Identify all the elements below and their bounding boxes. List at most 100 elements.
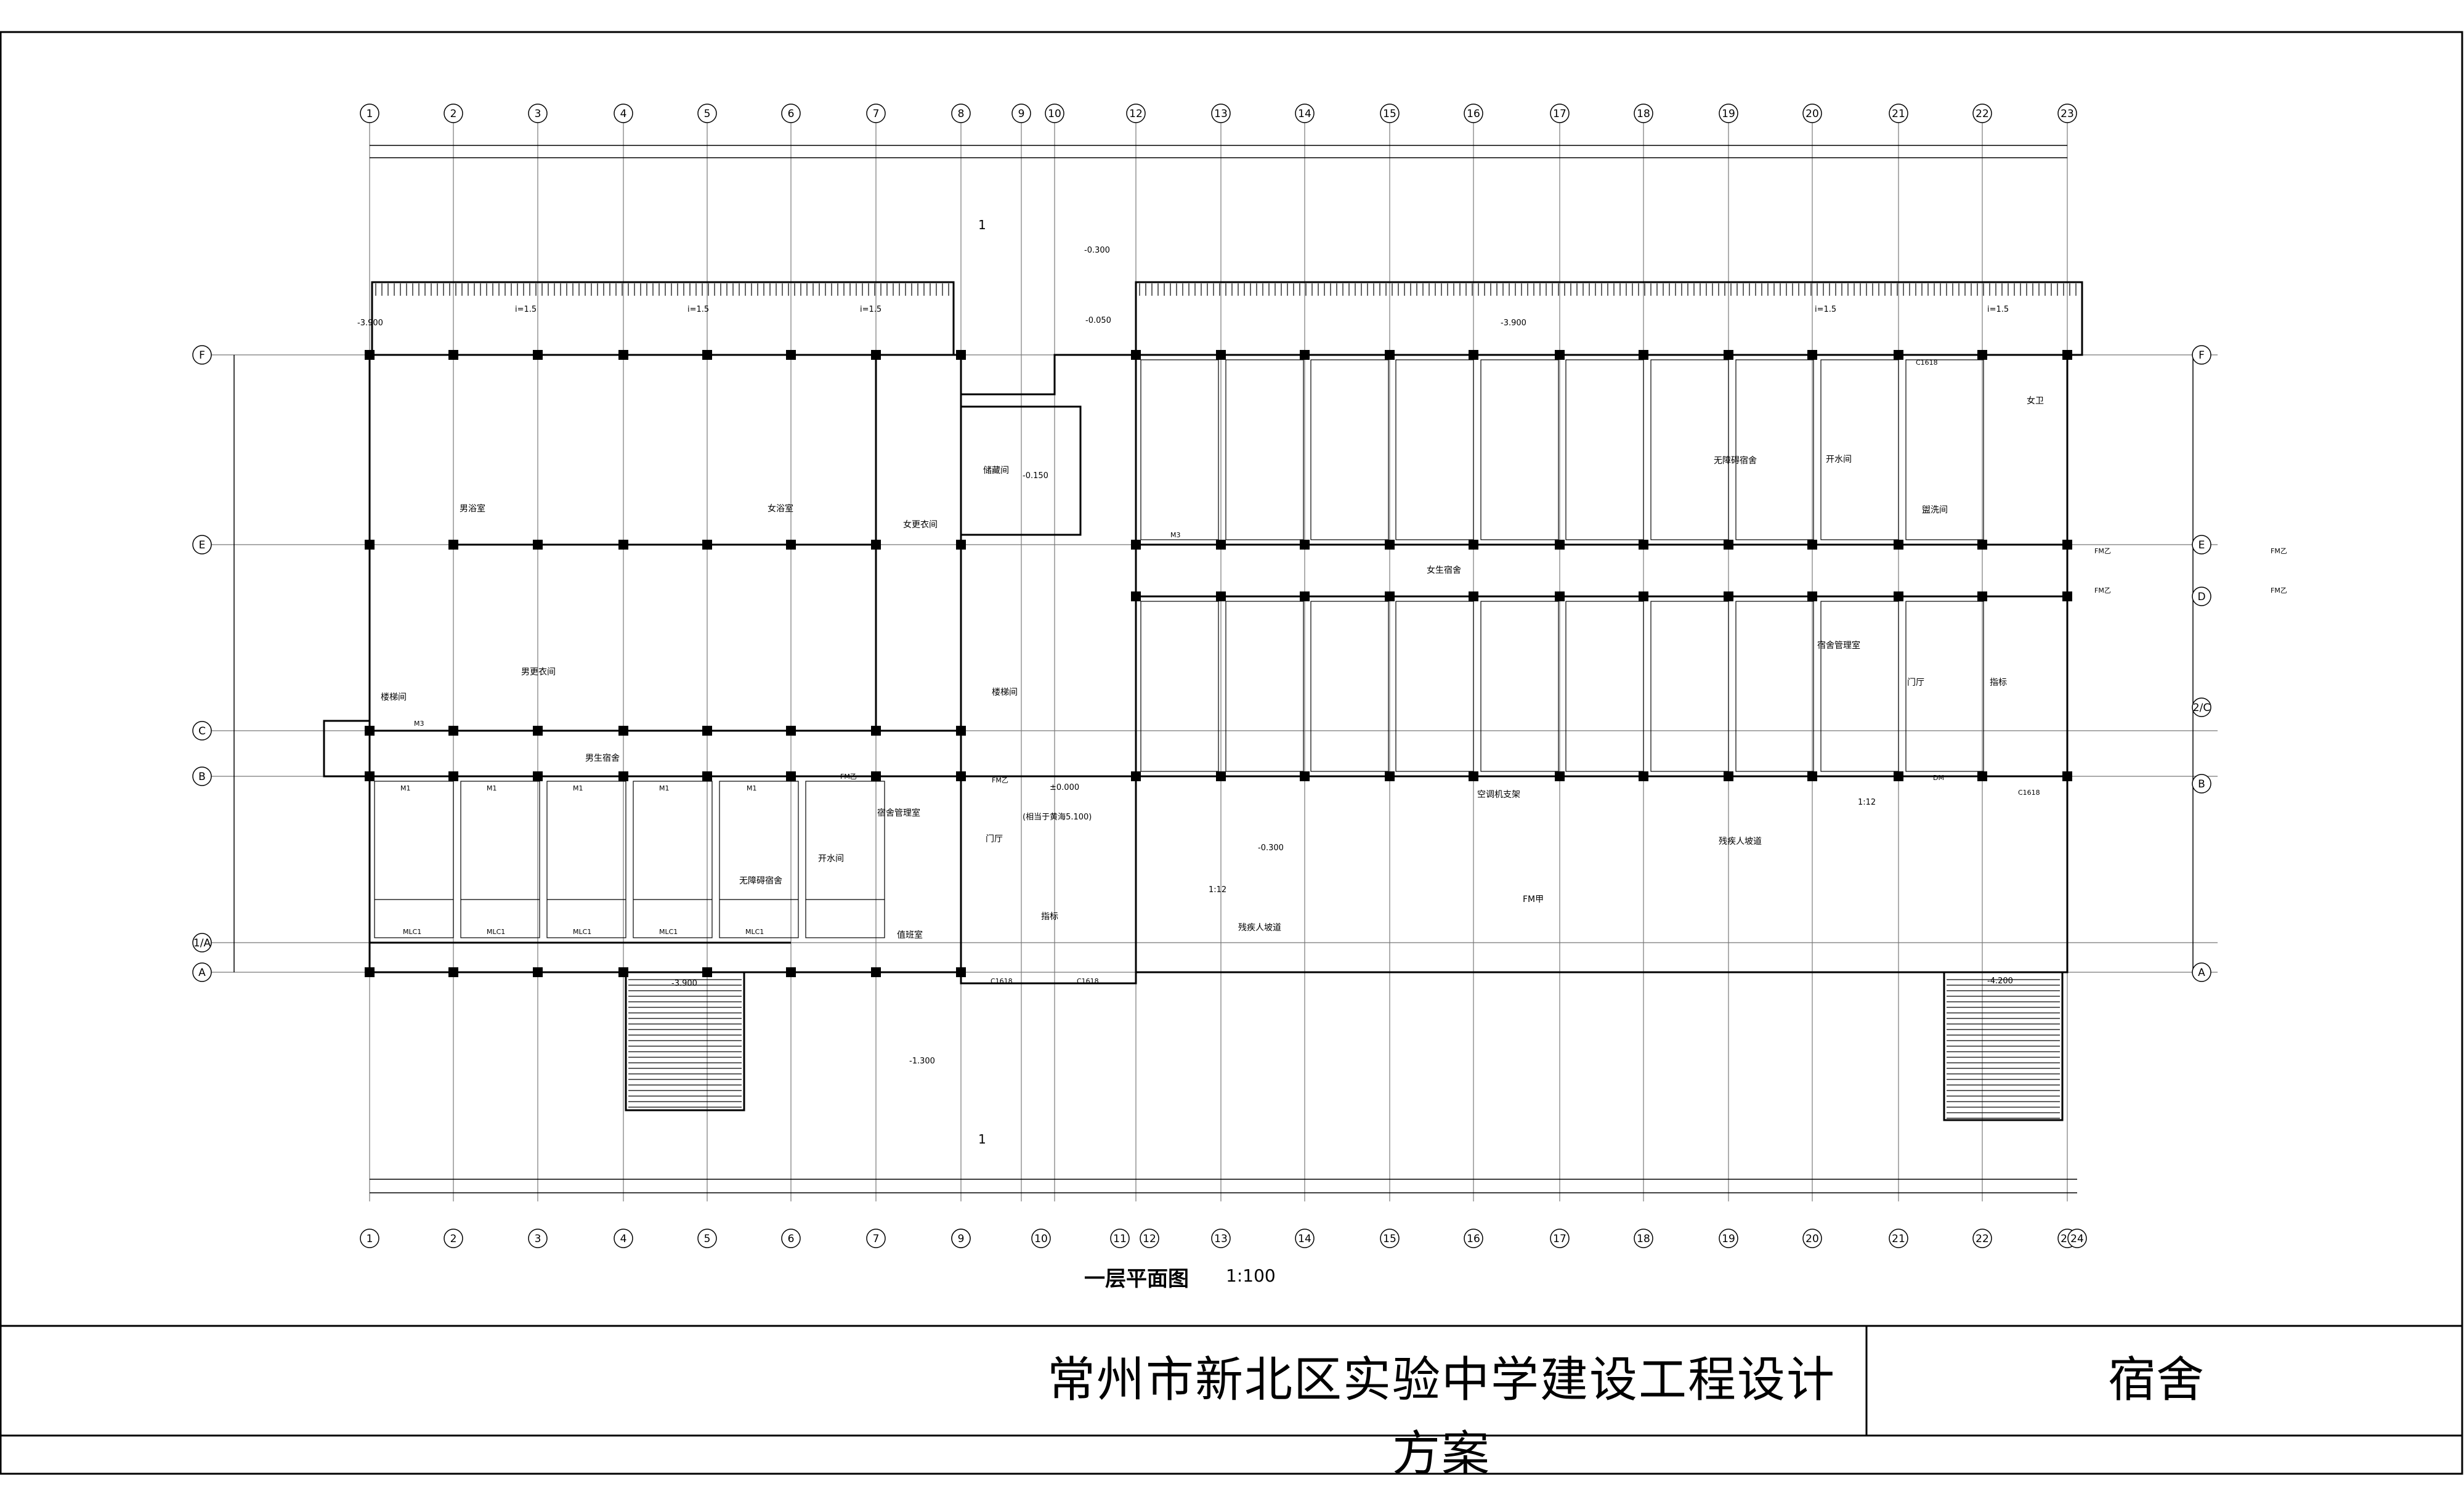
tag-mlc1-e: MLC1 (745, 928, 764, 936)
left-axis-F-label: F (199, 349, 205, 362)
column (702, 967, 712, 977)
top-axis-21-label: 21 (1892, 108, 1905, 120)
room-ramp-left: 残疾人坡道 (1238, 923, 1281, 933)
column (702, 726, 712, 736)
roof-slope-4: i=1.5 (1815, 305, 1836, 314)
roof-slope-3: i=1.5 (860, 305, 881, 314)
bottom-axis-14-circle (1295, 1229, 1315, 1248)
bottom-axis-3-circle (528, 1229, 548, 1248)
column (1894, 540, 1903, 550)
right-axis-E-circle (2192, 535, 2211, 555)
top-axis-9-circle (1011, 104, 1031, 123)
female-dorm-south-room-2 (1225, 601, 1304, 772)
column (1977, 350, 1987, 360)
roof-slope-5: i=1.5 (1987, 305, 2009, 314)
column (1216, 771, 1226, 781)
column (618, 726, 628, 736)
bottom-axis-16-label: 16 (1467, 1233, 1480, 1245)
right-axis-D-circle (2192, 587, 2211, 606)
east-canopy (1135, 281, 2083, 356)
tag-c1618-d: C1618 (1916, 359, 1938, 367)
west-entrance (323, 720, 371, 778)
female-dorm-south-room-3 (1310, 601, 1389, 772)
room-stair-left: 楼梯间 (381, 693, 407, 702)
column (448, 540, 458, 550)
room-lobby-right: 门厅 (1907, 678, 1924, 688)
column (1385, 591, 1395, 601)
column (786, 967, 796, 977)
column (871, 726, 881, 736)
bottom-axis-15-label: 15 (1383, 1233, 1396, 1245)
bottom-axis-20-label: 20 (1805, 1233, 1819, 1245)
room-female-changing: 女更衣间 (903, 519, 938, 530)
left-axis-1-A-label: 1/A (193, 937, 211, 949)
room-display-right: 指标 (1990, 678, 2007, 688)
column (1300, 350, 1310, 360)
column (1469, 540, 1478, 550)
column (448, 967, 458, 977)
female-dorm-south-room-5 (1480, 601, 1559, 772)
column (956, 771, 966, 781)
tag-mlc1-a: MLC1 (403, 928, 421, 936)
roof-slope-2: i=1.5 (687, 305, 709, 314)
top-axis-18-circle (1634, 104, 1653, 123)
ramp-slope-left: 1:12 (1209, 885, 1226, 895)
left-axis-E-circle (192, 535, 212, 555)
female-dorm-north-room-5 (1480, 359, 1559, 540)
column (2062, 771, 2072, 781)
left-axis-B-circle (192, 766, 212, 786)
column (2062, 591, 2072, 601)
top-axis-14-circle (1295, 104, 1315, 123)
bottom-axis-bubbles: 123456789101112131415161718192021222324 (360, 1229, 2087, 1248)
tag-m3-right: M3 (1170, 531, 1181, 539)
right-axis-F-circle (2192, 345, 2211, 365)
top-axis-12-circle (1126, 104, 1146, 123)
room-corridor-fm: FM甲 (1523, 895, 1544, 904)
storage-room-wall (960, 405, 1082, 536)
room-manager-left: 宿舍管理室 (877, 808, 920, 818)
fixture-lines (374, 283, 2077, 1119)
right-axis-A-circle (2192, 962, 2211, 982)
tag-fmb-a: FM乙 (840, 773, 857, 781)
bottom-axis-7-label: 7 (873, 1233, 880, 1245)
top-axis-13-label: 13 (1214, 108, 1228, 120)
column (618, 540, 628, 550)
column (1131, 540, 1141, 550)
column (1385, 540, 1395, 550)
top-axis-9-label: 9 (1018, 108, 1025, 120)
right-axis-F-label: F (2199, 349, 2205, 362)
bottom-axis-1-circle (360, 1229, 379, 1248)
column (1131, 771, 1141, 781)
level-marks: -0.300 -0.050 ±0.000 (相当于黄海5.100) -0.150… (357, 246, 2013, 1066)
bottom-axis-13-circle (1211, 1229, 1231, 1248)
female-dorm-north-room-8 (1735, 359, 1814, 540)
male-dorm-room-1 (374, 781, 454, 938)
left-axis-E-label: E (199, 539, 206, 551)
bottom-axis-17-circle (1550, 1229, 1570, 1248)
bottom-axis-22-circle (1972, 1229, 1992, 1248)
bottom-axis-6-circle (781, 1229, 801, 1248)
column (1807, 350, 1817, 360)
top-axis-22-circle (1972, 104, 1992, 123)
tag-m1-b: M1 (487, 784, 497, 792)
top-axis-16-circle (1464, 104, 1483, 123)
top-axis-3-circle (528, 104, 548, 123)
column (1807, 540, 1817, 550)
column (1555, 540, 1565, 550)
top-axis-3-label: 3 (535, 108, 541, 120)
top-axis-7-circle (866, 104, 886, 123)
bottom-axis-2-circle (444, 1229, 463, 1248)
bottom-axis-15-circle (1380, 1229, 1400, 1248)
column (1724, 591, 1733, 601)
tag-m1-d: M1 (659, 784, 670, 792)
level-absolute: (相当于黄海5.100) (1023, 813, 1092, 822)
column (871, 967, 881, 977)
roof-slope-1: i=1.5 (515, 305, 537, 314)
top-axis-10-circle (1045, 104, 1064, 123)
room-water-left: 开水间 (818, 854, 844, 864)
bottom-axis-5-circle (697, 1229, 717, 1248)
male-dorm-room-5 (719, 781, 799, 938)
